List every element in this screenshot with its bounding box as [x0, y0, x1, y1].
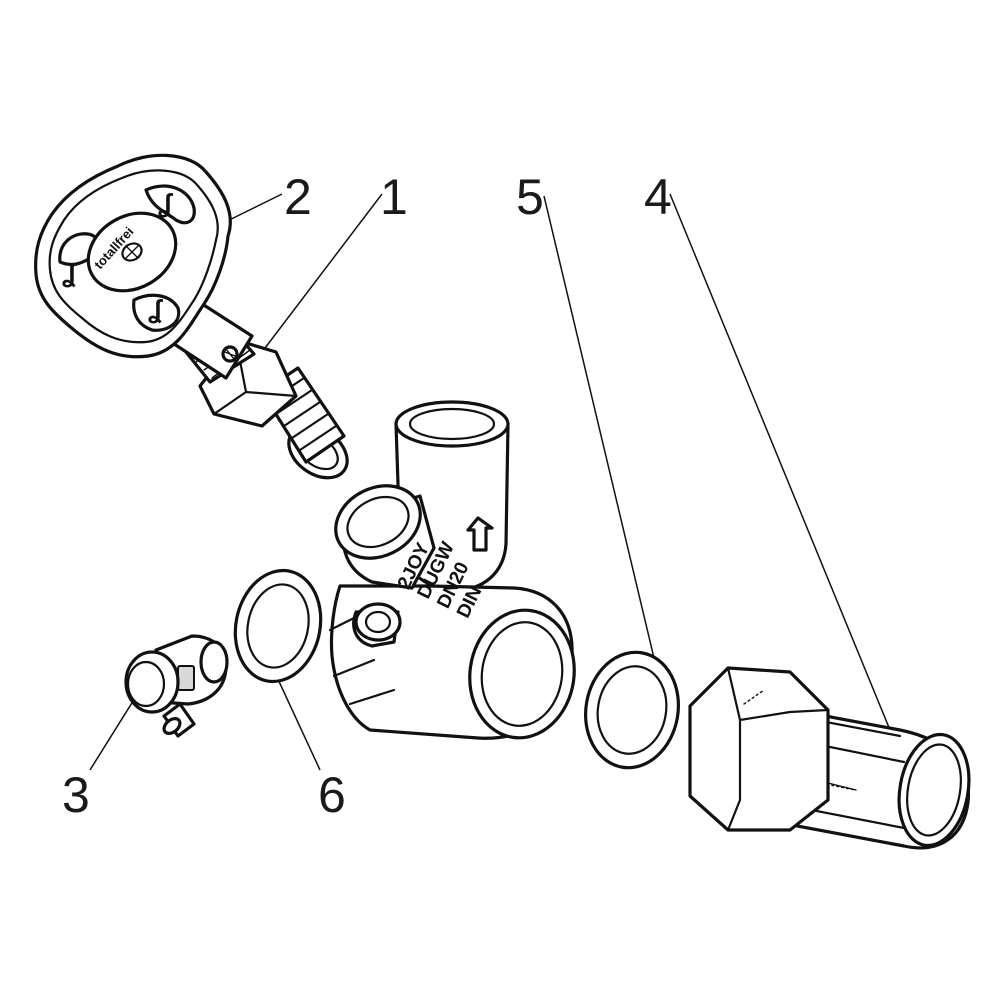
leader-1: [261, 193, 383, 353]
leader-4: [669, 193, 891, 731]
logo-mark-left: ʆ: [62, 258, 77, 288]
callout-1: 1: [380, 169, 408, 225]
valve-body: 2JOY DUGW DN20 DIN: [328, 400, 576, 740]
callouts: 2 1 5 4 3 6: [62, 169, 672, 823]
part-6-seal-ring: [233, 568, 323, 684]
callout-4: 4: [644, 169, 672, 225]
leader-5: [543, 195, 655, 659]
part-2-handwheel: totallfrei ʆ ʆ ʆ: [34, 153, 254, 380]
logo-mark-bottom: ʆ: [148, 294, 163, 324]
callout-2: 2: [284, 169, 312, 225]
callout-5: 5: [516, 169, 544, 225]
part-4-union-sleeve: [688, 666, 971, 850]
part-3-drain-cock: [124, 634, 229, 738]
callout-6: 6: [318, 767, 346, 823]
logo-mark-top: ʆ: [158, 188, 173, 218]
leader-lines: [89, 193, 891, 771]
part-5-seal-ring: [583, 650, 681, 770]
callout-3: 3: [62, 767, 90, 823]
